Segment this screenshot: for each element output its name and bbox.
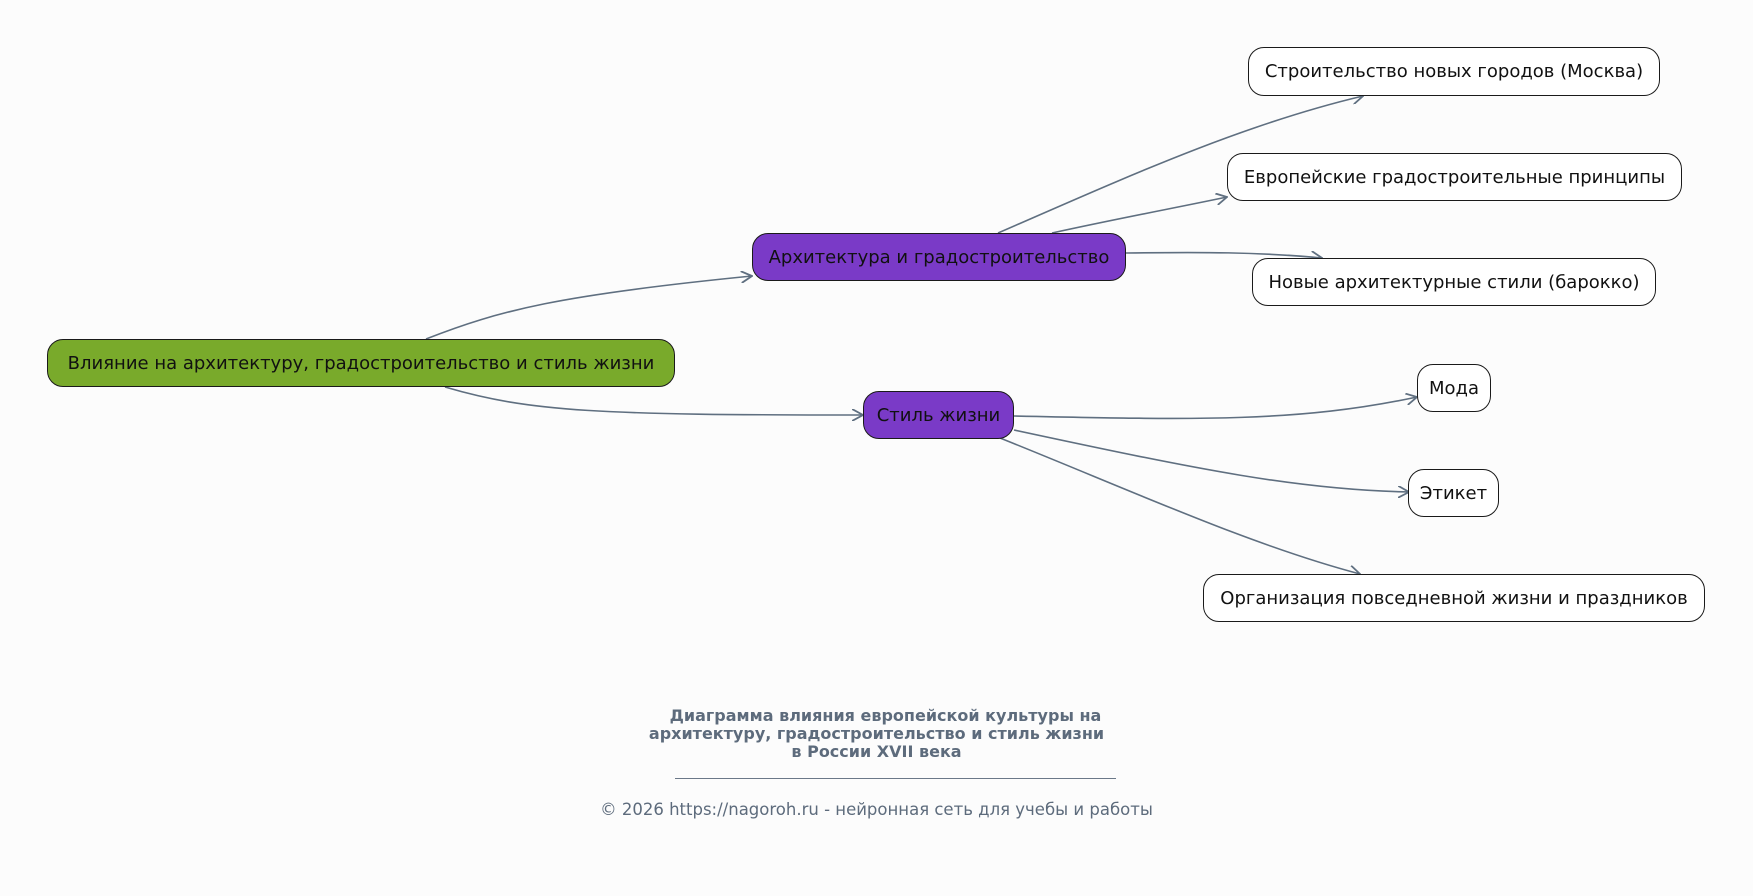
node-new-cities-label: Строительство новых городов (Москва): [1264, 61, 1644, 82]
node-architecture-label: Архитектура и градостроительство: [768, 246, 1110, 268]
edge-root-life: [444, 386, 863, 415]
node-baroque-styles-label: Новые архитектурные стили (барокко): [1268, 271, 1640, 293]
title-line-1: Диаграмма влияния европейской культуры н…: [669, 706, 1102, 725]
title-underline: [675, 778, 1116, 779]
node-fashion: Мода: [1417, 364, 1491, 412]
edge-life-life-2: [1013, 429, 1409, 492]
title-line-2: архитектуру, градостроительство и стиль …: [648, 724, 1105, 743]
node-everyday-life-label: Организация повседневной жизни и праздни…: [1220, 587, 1688, 609]
edge-arch-arch-1: [997, 96, 1363, 234]
node-new-cities: Строительство новых городов (Москва): [1248, 47, 1660, 96]
node-lifestyle: Стиль жизни: [863, 391, 1014, 439]
edge-life-life-3: [999, 437, 1360, 574]
node-everyday-life: Организация повседневной жизни и праздни…: [1203, 574, 1705, 622]
node-baroque-styles: Новые архитектурные стили (барокко): [1252, 258, 1656, 306]
diagram-title: Диаграмма влияния европейской культуры н…: [0, 707, 1753, 761]
node-european-principles: Европейские градостроительные принципы: [1227, 153, 1682, 201]
node-etiquette-label: Этикет: [1419, 482, 1488, 504]
edge-arch-arch-2: [1051, 197, 1227, 234]
node-root-label: Влияние на архитектуру, градостроительст…: [67, 352, 655, 374]
node-etiquette: Этикет: [1408, 469, 1499, 517]
node-architecture: Архитектура и градостроительство: [752, 233, 1126, 281]
node-european-principles-label: Европейские градостроительные принципы: [1243, 166, 1666, 188]
title-line-3: в России XVII века: [791, 742, 962, 761]
node-root: Влияние на архитектуру, градостроительст…: [47, 339, 675, 387]
node-fashion-label: Мода: [1428, 377, 1480, 399]
edge-arch-arch-3: [1125, 253, 1322, 258]
edge-root-arch: [425, 276, 752, 340]
footer-credit: © 2026 https://nagoroh.ru - нейронная се…: [600, 800, 1153, 819]
node-lifestyle-label: Стиль жизни: [876, 404, 1001, 426]
edge-life-life-1: [1013, 397, 1417, 420]
